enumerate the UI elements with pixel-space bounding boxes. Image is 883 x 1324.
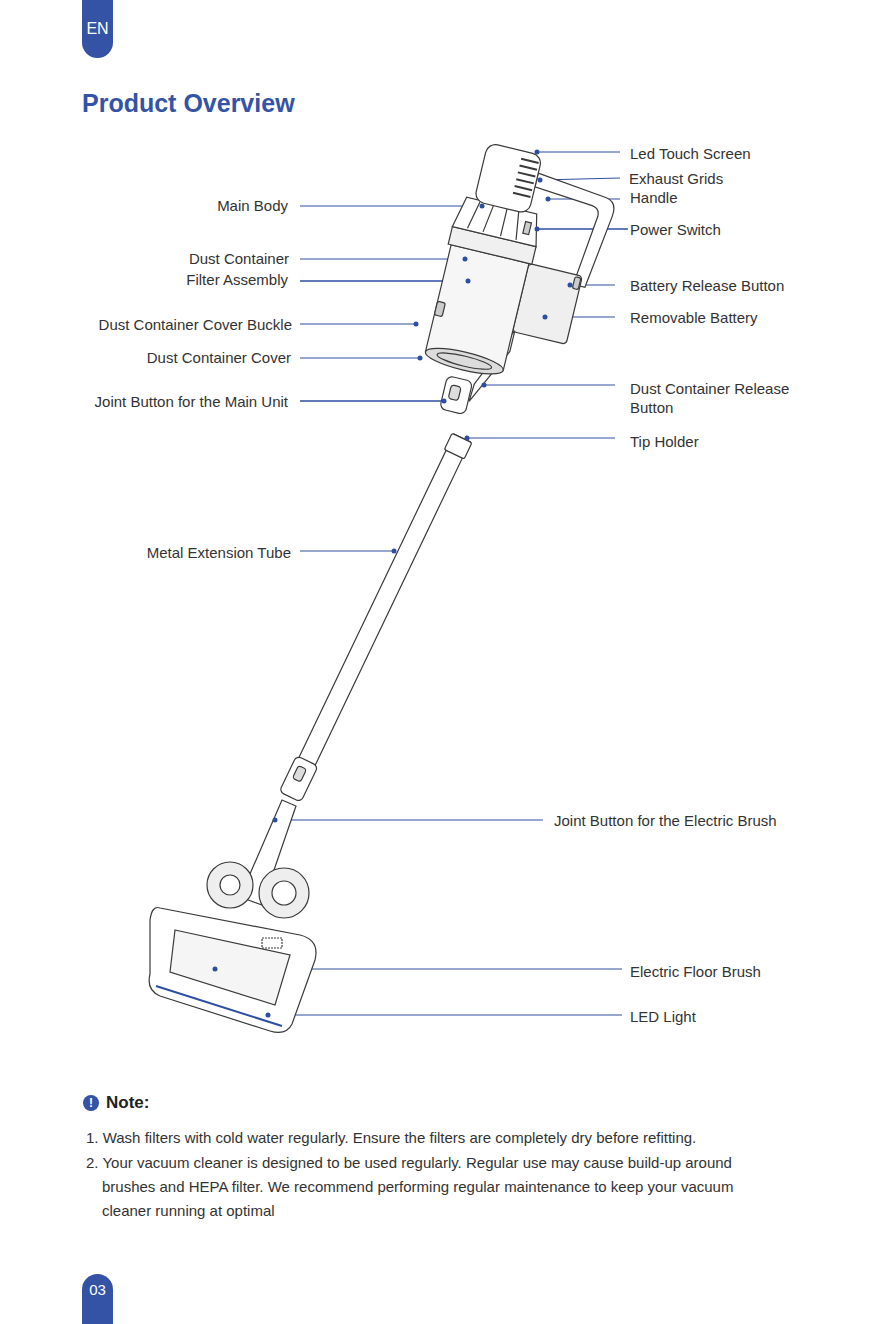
leader-dot <box>418 356 423 361</box>
page-number-tab: 03 <box>82 1274 113 1324</box>
grille <box>262 938 282 948</box>
leader-dot <box>414 322 419 327</box>
part-label: Dust Container Cover <box>147 349 291 367</box>
note-icon: ! <box>83 1095 99 1111</box>
leader-line <box>300 259 465 260</box>
power-switch <box>523 222 532 235</box>
main-body <box>410 139 622 437</box>
part-label: Joint Button for the Main Unit <box>95 393 288 411</box>
part-label: Exhaust Grids <box>629 170 723 188</box>
leader-dot <box>535 227 540 232</box>
wheel <box>207 862 253 908</box>
tube-joint <box>279 756 318 802</box>
leader-line <box>300 551 394 552</box>
note-text: 1. Wash filters with cold water regularl… <box>86 1126 776 1150</box>
leader-dot <box>466 279 471 284</box>
node-text: EN <box>86 20 108 38</box>
exhaust-grid <box>513 159 539 197</box>
part-label: LED Light <box>630 1008 696 1026</box>
note-heading: Note: <box>106 1092 149 1114</box>
container-cover <box>423 343 505 379</box>
brush-head <box>149 908 316 1033</box>
leader-line <box>300 324 416 325</box>
tube-body <box>294 434 470 775</box>
part-label: Power Switch <box>630 221 721 239</box>
part-label: Joint Button for the Electric Brush <box>554 812 777 830</box>
leader-dot <box>546 197 551 202</box>
leader-dot <box>535 150 540 155</box>
leader-dot <box>543 315 548 320</box>
wheel <box>259 868 309 918</box>
motor-housing <box>474 143 542 214</box>
vacuum-drawing <box>149 139 622 1032</box>
leader-dot <box>482 383 487 388</box>
cover-vent <box>436 350 493 373</box>
leader-dot <box>392 549 397 554</box>
node-text: 03 <box>89 1281 106 1299</box>
leader-dot <box>463 257 468 262</box>
part-label: Handle <box>630 189 678 207</box>
leader-dot <box>213 967 218 972</box>
part-label: Removable Battery <box>630 309 758 327</box>
leader-dot <box>266 1013 271 1018</box>
leader-dot <box>465 436 470 441</box>
leader-line <box>300 206 482 207</box>
tip-holder <box>444 433 472 459</box>
part-label: Tip Holder <box>630 433 699 451</box>
part-label: Dust Container Release Button <box>630 379 805 417</box>
joint-collar <box>440 376 473 415</box>
extension-tube <box>279 433 473 802</box>
leader-line <box>537 152 620 153</box>
joint-button <box>292 765 306 782</box>
part-label: Main Body <box>217 197 288 215</box>
floor-brush <box>149 800 316 1032</box>
part-label: Filter Assembly <box>186 271 288 289</box>
leader-dot <box>538 178 543 183</box>
leader-line <box>467 438 615 439</box>
cover-buckle <box>434 301 445 316</box>
language-tab: EN <box>82 0 113 58</box>
leader-line <box>537 228 628 230</box>
wheel-hub <box>272 881 296 905</box>
leader-dot <box>480 204 485 209</box>
leader-line <box>484 385 615 386</box>
page-title: Product Overview <box>82 88 295 118</box>
leader-line <box>300 400 444 402</box>
part-label: Battery Release Button <box>630 277 784 295</box>
battery-button <box>572 277 581 290</box>
leader-dot <box>442 399 447 404</box>
note-text: 2. Your vacuum cleaner is designed to be… <box>86 1151 776 1223</box>
leader-line <box>300 358 420 359</box>
brush-roll <box>170 930 290 1005</box>
joint-button <box>448 385 461 401</box>
part-label: Electric Floor Brush <box>630 963 761 981</box>
part-label: Dust Container Cover Buckle <box>99 316 292 334</box>
part-label: Led Touch Screen <box>630 145 751 163</box>
part-label: Metal Extension Tube <box>147 544 291 562</box>
part-label: Dust Container <box>189 250 289 268</box>
leader-line <box>275 820 543 821</box>
leader-line <box>268 1015 622 1016</box>
leader-dot <box>273 818 278 823</box>
node-text: ! <box>89 1095 93 1111</box>
leader-dot <box>568 283 573 288</box>
wheel-hub <box>220 875 240 895</box>
